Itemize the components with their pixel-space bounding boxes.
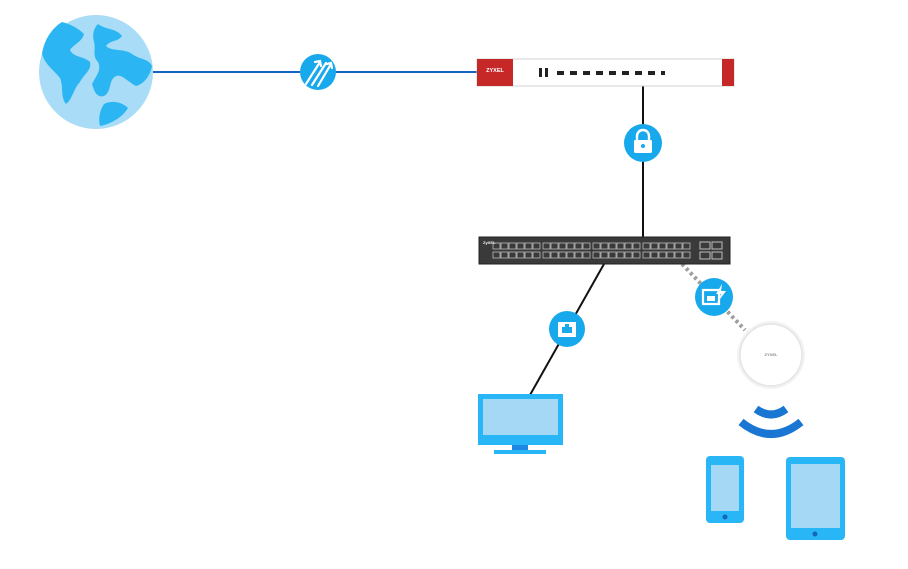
switch-port bbox=[616, 251, 625, 259]
switch-port bbox=[674, 251, 683, 259]
switch-port bbox=[574, 242, 583, 250]
switch-port bbox=[508, 251, 517, 259]
wireless-access-point-icon: ZYXEL bbox=[737, 321, 805, 389]
poe-link-badge bbox=[695, 278, 733, 316]
switch-port bbox=[500, 242, 509, 250]
switch-port bbox=[592, 242, 601, 250]
switch-port bbox=[600, 251, 609, 259]
switch-port bbox=[642, 242, 651, 250]
switch-port bbox=[650, 251, 659, 259]
switch-port bbox=[550, 251, 559, 259]
switch-port bbox=[582, 251, 591, 259]
switch-port bbox=[674, 242, 683, 250]
lock-icon bbox=[634, 128, 652, 153]
switch-port bbox=[516, 242, 525, 250]
switch-port bbox=[566, 251, 575, 259]
globe-icon bbox=[39, 15, 153, 129]
poe-power-icon bbox=[701, 284, 726, 306]
switch-port bbox=[592, 251, 601, 259]
wired-link-badge bbox=[549, 311, 585, 347]
access-point-brand-label: ZYXEL bbox=[765, 352, 778, 357]
wan-link-badge bbox=[300, 54, 336, 90]
switch-port bbox=[608, 242, 617, 250]
switch-port bbox=[492, 242, 501, 250]
smartphone-icon bbox=[706, 456, 744, 523]
switch-port bbox=[574, 251, 583, 259]
switch-port bbox=[582, 242, 591, 250]
wifi-waves-icon bbox=[738, 405, 804, 438]
switch-port bbox=[542, 242, 551, 250]
switch-port-array bbox=[492, 242, 691, 259]
firewall-brand-label: ZYXEL bbox=[486, 68, 504, 74]
switch-port bbox=[500, 251, 509, 259]
switch-port bbox=[632, 242, 641, 250]
switch-port bbox=[566, 242, 575, 250]
switch-port bbox=[600, 242, 609, 250]
switch-port bbox=[492, 251, 501, 259]
firewall-appliance-icon: ZYXEL bbox=[476, 58, 735, 87]
switch-port bbox=[532, 251, 541, 259]
tablet-icon bbox=[786, 457, 845, 540]
switch-port bbox=[642, 251, 651, 259]
switch-port bbox=[558, 242, 567, 250]
switch-port bbox=[532, 242, 541, 250]
monitor-icon bbox=[478, 394, 563, 454]
switch-port bbox=[608, 251, 617, 259]
switch-port bbox=[542, 251, 551, 259]
switch-port bbox=[524, 242, 533, 250]
switch-port bbox=[666, 251, 675, 259]
switch-port bbox=[666, 242, 675, 250]
switch-port bbox=[632, 251, 641, 259]
traffic-arrows-icon bbox=[304, 59, 334, 88]
lan-link-badge bbox=[624, 124, 662, 162]
switch-port bbox=[650, 242, 659, 250]
switch-port bbox=[616, 242, 625, 250]
switch-port bbox=[558, 251, 567, 259]
switch-port bbox=[508, 242, 517, 250]
switch-port bbox=[658, 242, 667, 250]
switch-port bbox=[624, 242, 633, 250]
switch-port bbox=[682, 251, 691, 259]
switch-port bbox=[550, 242, 559, 250]
switch-port bbox=[658, 251, 667, 259]
switch-port bbox=[682, 242, 691, 250]
switch-port bbox=[524, 251, 533, 259]
switch-brand-label: ZyXEL bbox=[483, 240, 496, 245]
switch-port bbox=[624, 251, 633, 259]
ethernet-port-icon bbox=[558, 322, 576, 337]
switch-port bbox=[516, 251, 525, 259]
network-switch-icon: ZyXEL bbox=[478, 236, 731, 265]
